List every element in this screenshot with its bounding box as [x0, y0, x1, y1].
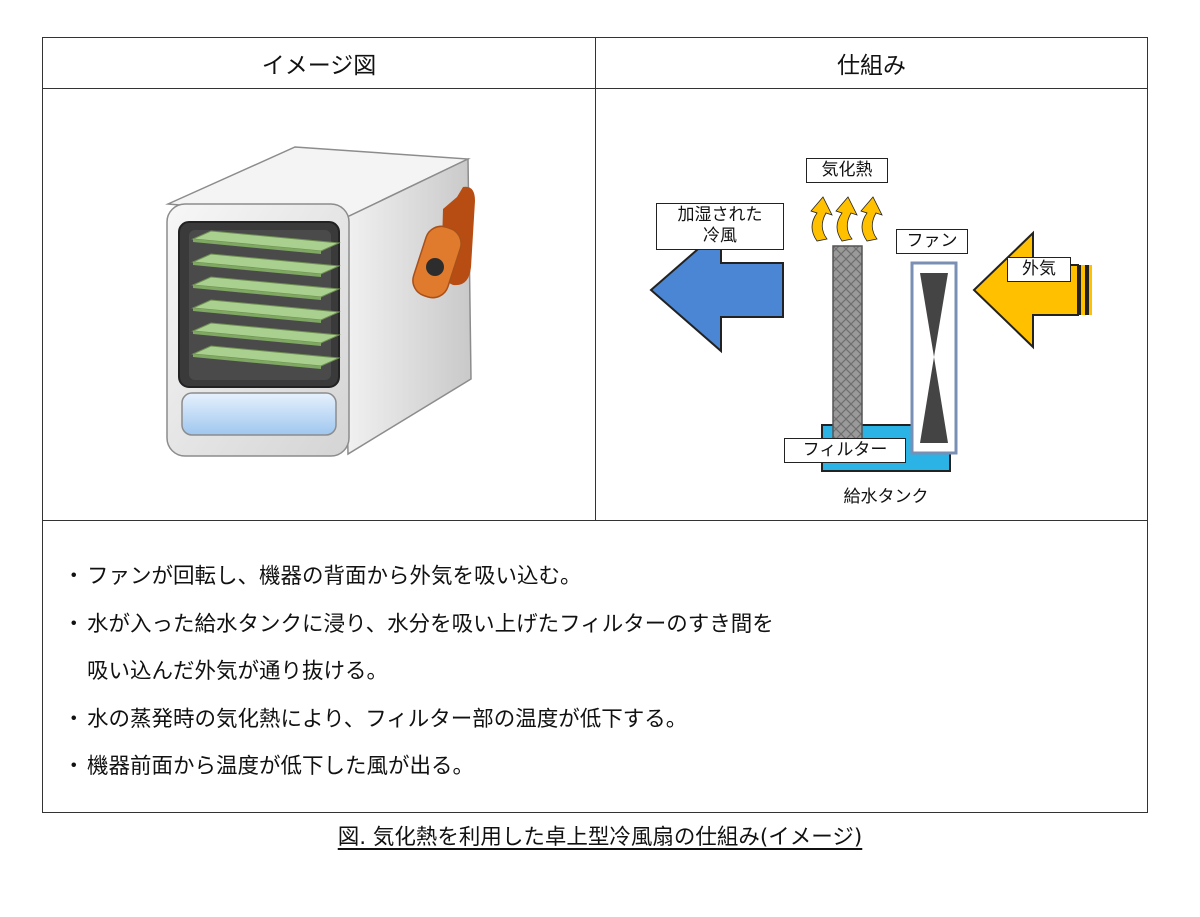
- filter-element: [832, 245, 863, 449]
- arrow-tail-stripe: [1085, 265, 1089, 315]
- filter-slat-edge: [193, 308, 321, 323]
- explanation-item: ・機器前面から温度が低下した風が出る。: [63, 743, 1123, 791]
- bullet-marker: ・: [63, 611, 85, 637]
- tank-label: 給水タンク: [843, 487, 929, 507]
- heat-arrow: [860, 196, 883, 242]
- filter-slats: [191, 230, 341, 369]
- device-light-strip: [181, 392, 337, 436]
- explanation-text: 水が入った給水タンクに浸り、水分を吸い上げたフィルターのすき間を: [87, 611, 774, 637]
- cooler-fan-illustration: [165, 146, 475, 457]
- filter-slat: [191, 345, 341, 367]
- humidified-air-label: 加湿された 冷風: [656, 203, 784, 250]
- filter-slat-edge: [193, 285, 321, 300]
- explanation-text: ファンが回転し、機器の背面から外気を吸い込む。: [87, 564, 582, 589]
- figure-caption: 図. 気化熱を利用した卓上型冷風扇の仕組み(イメージ): [0, 820, 1200, 851]
- explanation-item: ・水の蒸発時の気化熱により、フィルター部の温度が低下する。: [63, 696, 1123, 744]
- arrow-tail-stripe-gap: [1081, 265, 1085, 315]
- filter-slat-edge: [193, 331, 321, 346]
- bullet-marker: ・: [63, 706, 85, 732]
- figure-frame: イメージ図 仕組み: [42, 37, 1148, 813]
- filter-slat: [191, 299, 341, 321]
- arrow-tail-stripe: [1077, 265, 1081, 315]
- fan-label: ファン: [896, 229, 968, 255]
- filter-slat-edge: [193, 354, 321, 369]
- filter-slat-edge: [193, 262, 321, 277]
- explanation-text: 水の蒸発時の気化熱により、フィルター部の温度が低下する。: [87, 706, 688, 732]
- mechanism-panel: 気化熱 加湿された 冷風 ファン 外気 フィルター 給水タンク: [596, 89, 1147, 519]
- heat-arrow: [835, 196, 858, 242]
- bullet-marker: ・: [63, 754, 85, 779]
- explanation-text: 機器前面から温度が低下した風が出る。: [87, 754, 475, 779]
- heat-label: 気化熱: [806, 158, 888, 184]
- header-mechanism-col: 仕組み: [837, 53, 906, 79]
- filter-slat-edge: [193, 239, 321, 254]
- humidified-air-label-line1: 加湿された: [677, 205, 763, 225]
- device-illustration-panel: [43, 89, 595, 519]
- outside-air-label: 外気: [1007, 257, 1071, 283]
- panel-divider: [43, 520, 1147, 521]
- filter-slat: [191, 253, 341, 275]
- explanation-item: ・ファンが回転し、機器の背面から外気を吸い込む。: [63, 553, 1123, 601]
- explanation-item-continuation: 吸い込んだ外気が通り抜ける。: [63, 648, 1123, 696]
- explanation-text: 吸い込んだ外気が通り抜ける。: [87, 659, 389, 684]
- handle-hole: [426, 258, 444, 276]
- heat-arrow: [810, 196, 833, 242]
- filter-slat: [191, 276, 341, 298]
- arrow-tail-stripe-gap: [1089, 265, 1092, 315]
- mechanism-diagram: [649, 196, 1092, 472]
- heat-arrows: [810, 196, 883, 242]
- filter-slat: [191, 230, 341, 252]
- filter-slat: [191, 322, 341, 344]
- explanation-list: ・ファンが回転し、機器の背面から外気を吸い込む。 ・水が入った給水タンクに浸り、…: [63, 553, 1123, 791]
- fan-blade-top: [920, 273, 948, 357]
- outside-air-arrow: [972, 230, 1079, 350]
- filter-label: フィルター: [784, 438, 906, 464]
- fan-blade-bottom: [920, 357, 948, 443]
- humidified-air-label-line2: 冷風: [703, 226, 737, 247]
- bullet-marker: ・: [63, 564, 85, 589]
- explanation-item: ・水が入った給水タンクに浸り、水分を吸い上げたフィルターのすき間を: [63, 601, 1123, 649]
- column-divider: [595, 38, 596, 520]
- header-image-col: イメージ図: [261, 53, 377, 79]
- figure-caption-text: 図. 気化熱を利用した卓上型冷風扇の仕組み(イメージ): [337, 825, 863, 850]
